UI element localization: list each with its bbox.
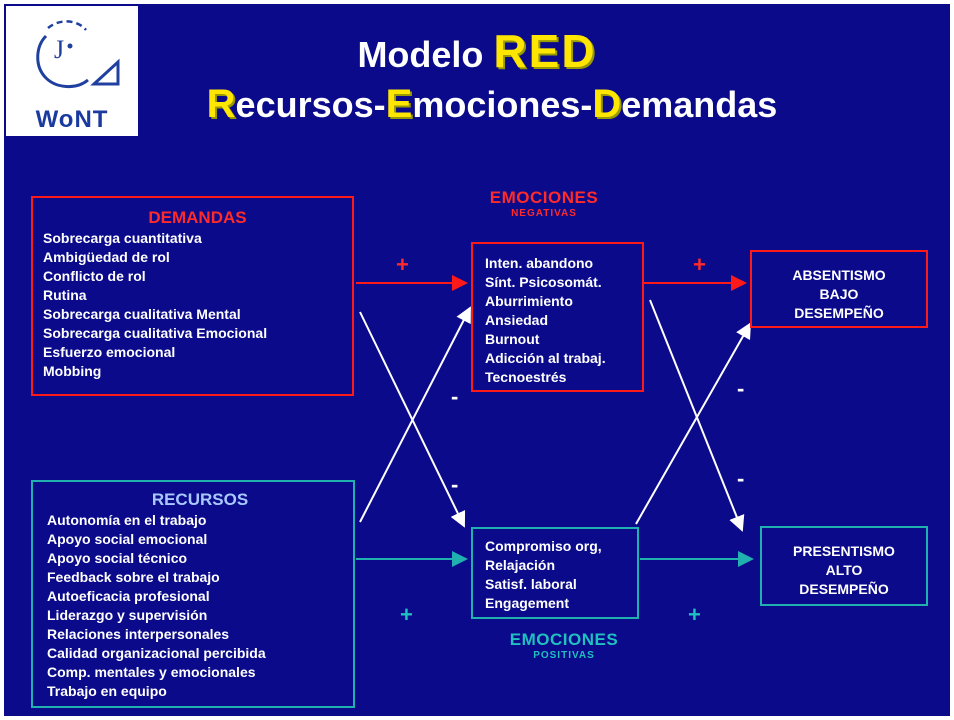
list-item: Sobrecarga cualitativa Emocional	[43, 325, 268, 341]
emociones-negativas-box: Inten. abandono Sínt. Psicosomát. Aburri…	[471, 242, 644, 392]
emociones-positivas-label: EMOCIONES POSITIVAS	[474, 630, 654, 661]
list-item: Inten. abandono	[485, 255, 594, 271]
list-item: Sobrecarga cualitativa Mental	[43, 306, 241, 322]
list-item: Comp. mentales y emocionales	[47, 664, 256, 680]
list-item: Relaciones interpersonales	[47, 626, 230, 642]
arrow-negativas-to-presentismo	[649, 299, 745, 532]
list-item: Rutina	[43, 287, 87, 303]
svg-text:J: J	[54, 35, 64, 64]
emociones-positivas-subtitle: POSITIVAS	[533, 650, 595, 661]
emociones-positivas-list: Compromiso org, Relajación Satisf. labor…	[485, 537, 637, 613]
list-item: Autonomía en el trabajo	[47, 512, 207, 528]
list-item: Conflicto de rol	[43, 268, 146, 284]
demandas-title: DEMANDAS	[148, 208, 247, 227]
list-item: Satisf. laboral	[485, 576, 577, 592]
recursos-list: Autonomía en el trabajo Apoyo social emo…	[47, 511, 353, 701]
list-item: Sínt. Psicosomát.	[485, 274, 602, 290]
recursos-title: RECURSOS	[151, 490, 249, 509]
list-item: Apoyo social emocional	[47, 531, 208, 547]
recursos-box: RECURSOS Autonomía en el trabajo Apoyo s…	[31, 480, 355, 708]
outcome-line: DESEMPEÑO	[794, 305, 884, 321]
emociones-negativas-list: Inten. abandono Sínt. Psicosomát. Aburri…	[485, 254, 642, 387]
sign-cross-right-upper: -	[737, 376, 745, 401]
list-item: Feedback sobre el trabajo	[47, 569, 220, 585]
title-initial-e: E	[385, 82, 413, 126]
emociones-negativas-title: EMOCIONES	[489, 188, 599, 207]
list-item: Tecnoestrés	[485, 369, 567, 385]
outcome-line: ALTO	[825, 562, 863, 578]
emociones-negativas-label: EMOCIONES NEGATIVAS	[464, 188, 624, 219]
sign-cross-left-upper: -	[451, 384, 459, 409]
sign-recursos-positivas: +	[400, 602, 413, 627]
logo-graphic: J	[36, 20, 120, 88]
title-initial-r: R	[206, 82, 236, 126]
list-item: Ansiedad	[485, 312, 549, 328]
list-item: Compromiso org,	[485, 538, 602, 554]
outcome-line: PRESENTISMO	[793, 543, 895, 559]
emociones-negativas-subtitle: NEGATIVAS	[511, 208, 577, 219]
logo-text: WoNT	[35, 106, 109, 133]
outcome-line: BAJO	[819, 286, 859, 302]
outcome-line: DESEMPEÑO	[799, 581, 889, 597]
emociones-positivas-box: Compromiso org, Relajación Satisf. labor…	[471, 527, 639, 619]
list-item: Engagement	[485, 595, 570, 611]
list-item: Mobbing	[43, 363, 102, 379]
sign-cross-left-lower: -	[451, 472, 459, 497]
sign-negativas-absentismo: +	[693, 252, 706, 277]
title-word-emociones: mociones-	[412, 84, 593, 125]
title-prefix: Modelo	[357, 34, 494, 75]
list-item: Apoyo social técnico	[47, 550, 188, 566]
sign-demandas-negativas: +	[396, 252, 409, 277]
arrow-positivas-to-absentismo	[635, 322, 751, 525]
list-item: Ambigüedad de rol	[43, 249, 170, 265]
absentismo-box: ABSENTISMO BAJO DESEMPEÑO	[750, 250, 928, 328]
list-item: Adicción al trabaj.	[485, 350, 606, 366]
title-initial-d: D	[592, 82, 622, 126]
arrow-recursos-to-negativas	[359, 306, 471, 523]
demandas-box: DEMANDAS Sobrecarga cuantitativa Ambigüe…	[31, 196, 354, 396]
list-item: Liderazgo y supervisión	[47, 607, 208, 623]
list-item: Trabajo en equipo	[47, 683, 167, 699]
arrows-layer	[356, 275, 754, 567]
outcome-line: ABSENTISMO	[792, 267, 886, 283]
list-item: Sobrecarga cuantitativa	[43, 230, 202, 246]
wont-logo: J WoNT	[6, 6, 138, 136]
title-word-demandas: emandas	[621, 84, 778, 125]
sign-cross-right-lower: -	[737, 466, 745, 491]
list-item: Burnout	[485, 331, 540, 347]
title-highlight: RED	[493, 25, 597, 77]
list-item: Relajación	[485, 557, 556, 573]
demandas-list: Sobrecarga cuantitativa Ambigüedad de ro…	[43, 229, 352, 381]
title-line-1: Modelo RED	[4, 24, 950, 78]
slide: J WoNT Modelo RED Recursos-Emociones-Dem…	[4, 4, 950, 716]
sign-positivas-presentismo: +	[688, 602, 701, 627]
presentismo-box: PRESENTISMO ALTO DESEMPEÑO	[760, 526, 928, 606]
list-item: Esfuerzo emocional	[43, 344, 176, 360]
list-item: Aburrimiento	[485, 293, 573, 309]
list-item: Calidad organizacional percibida	[47, 645, 266, 661]
emociones-positivas-title: EMOCIONES	[509, 630, 619, 649]
title-word-recursos: ecursos-	[235, 84, 386, 125]
list-item: Autoeficacia profesional	[47, 588, 210, 604]
title-line-2: Recursos-Emociones-Demandas	[4, 82, 950, 127]
